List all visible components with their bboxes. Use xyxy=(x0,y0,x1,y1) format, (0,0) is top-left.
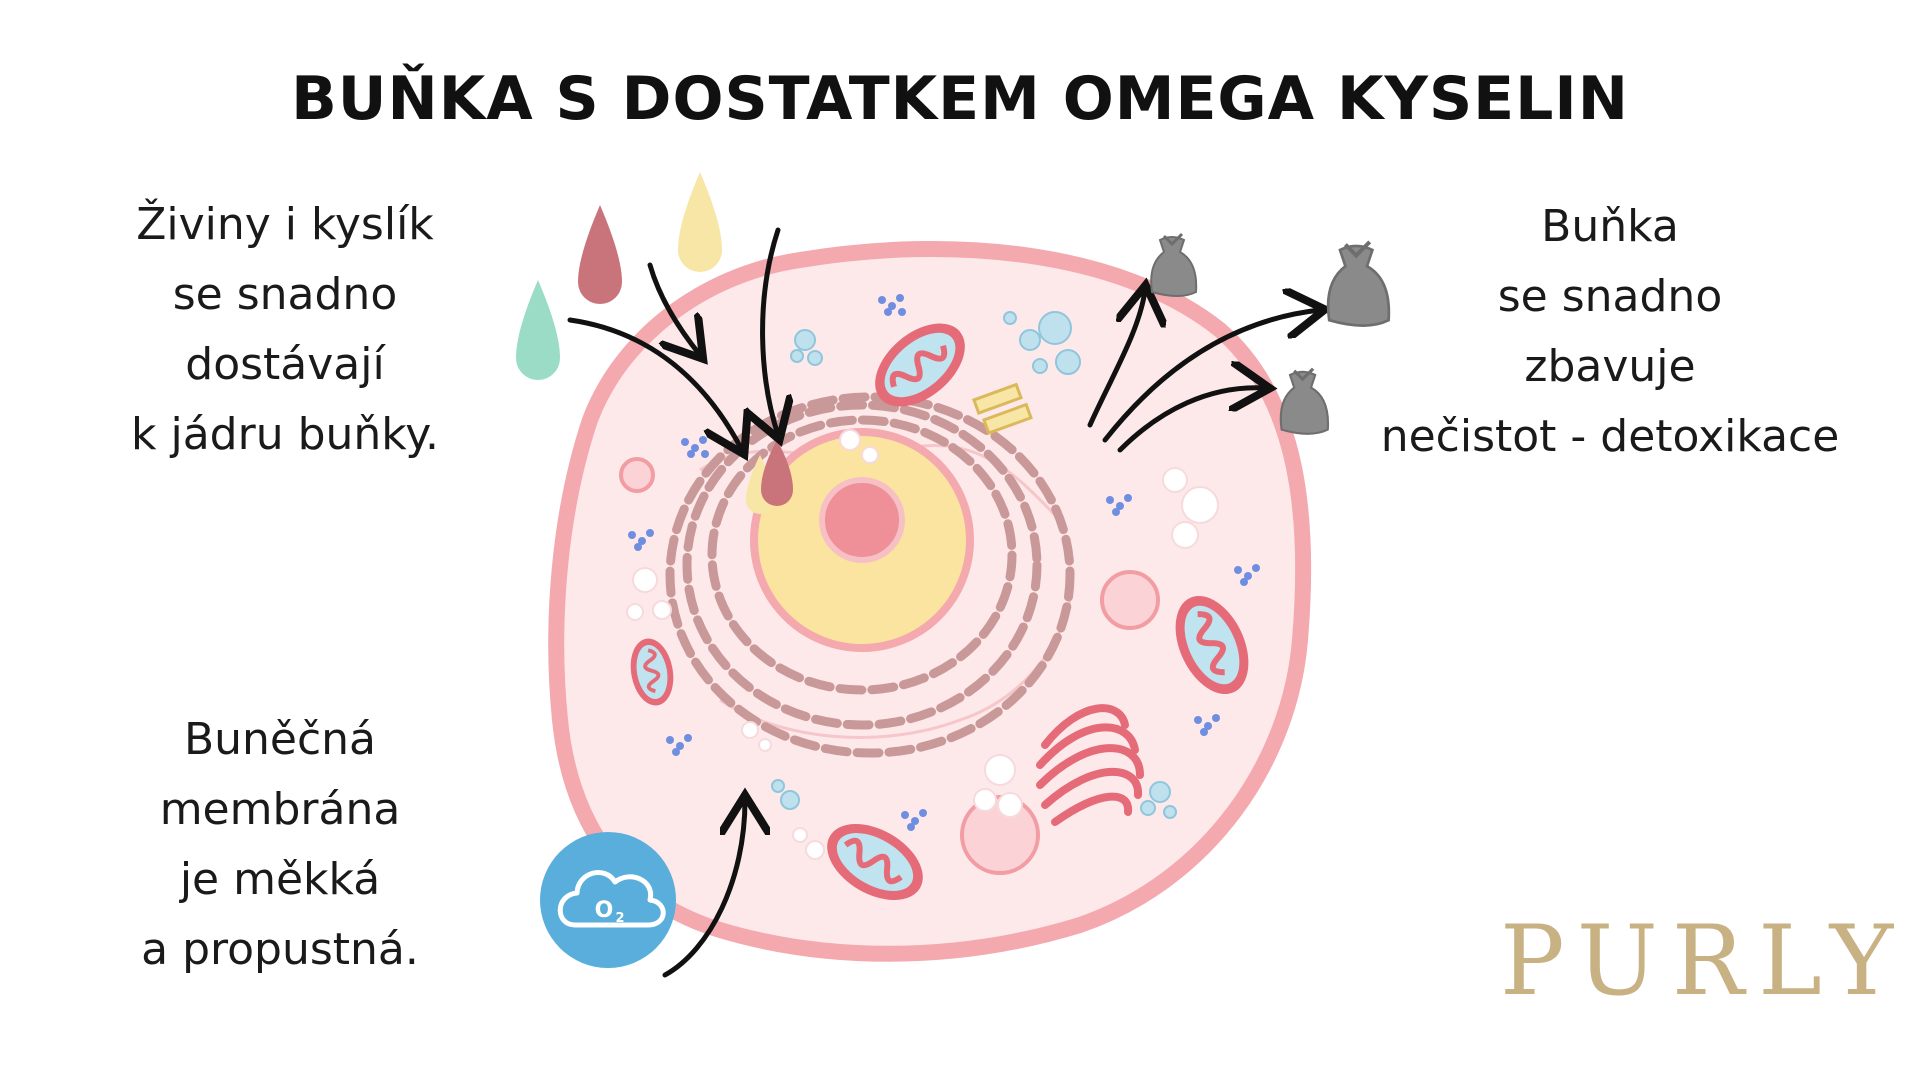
caption-detox: Buňka se snadno zbavuje nečistot - detox… xyxy=(1340,192,1880,472)
inward-arrows xyxy=(567,227,778,978)
waste-bags xyxy=(1150,232,1391,435)
waste-bag-icon xyxy=(1326,240,1391,327)
caption-line: nečistot - detoxikace xyxy=(1380,411,1840,462)
bubbles xyxy=(626,429,1219,860)
caption-line: je měkká xyxy=(179,854,381,905)
blue-bubbles xyxy=(771,311,1177,819)
waste-bag-icon xyxy=(1150,232,1198,297)
brand-logo: PURLY xyxy=(1500,905,1908,1017)
caption-line: a propustná. xyxy=(141,924,419,975)
caption-membrane: Buněčná membrána je měkká a propustná. xyxy=(110,705,450,985)
caption-line: Živiny i kyslík xyxy=(136,199,434,250)
caption-line: Buněčná xyxy=(183,714,377,765)
caption-nutrients: Živiny i kyslík se snadno dostávají k já… xyxy=(90,190,480,470)
caption-line: k jádru buňky. xyxy=(131,409,439,460)
centriole xyxy=(972,382,1033,436)
mitochondrion xyxy=(875,323,965,407)
svg-text:2: 2 xyxy=(615,911,624,926)
page-title: BUŇKA S DOSTATKEM OMEGA KYSELIN xyxy=(291,64,1629,134)
mitochondrion xyxy=(1175,595,1249,695)
mitochondrion xyxy=(630,638,674,706)
svg-text:O: O xyxy=(595,898,614,923)
caption-line: se snadno xyxy=(1497,271,1723,322)
drop-yellow-icon xyxy=(678,172,722,272)
drop-green-icon xyxy=(516,280,560,380)
waste-bag-icon xyxy=(1279,367,1330,435)
nucleolus xyxy=(819,477,905,563)
oxygen-badge: O 2 xyxy=(540,832,676,968)
caption-line: dostávají xyxy=(185,339,385,390)
nucleus xyxy=(750,428,974,652)
caption-line: Buňka xyxy=(1541,201,1679,252)
oxygen-cloud-icon xyxy=(557,870,666,928)
drop-red-icon xyxy=(578,205,622,304)
nutrient-drops xyxy=(516,172,793,514)
mitochondrion xyxy=(827,824,923,900)
mitochondria xyxy=(630,323,1249,900)
outward-arrows xyxy=(1087,290,1320,453)
ribosomes xyxy=(628,294,1260,831)
endoplasmic-reticulum xyxy=(665,392,1075,758)
caption-line: zbavuje xyxy=(1524,341,1696,392)
caption-line: membrána xyxy=(159,784,401,835)
golgi-apparatus xyxy=(1036,704,1144,826)
drop-red-icon xyxy=(761,440,793,506)
caption-line: se snadno xyxy=(172,269,398,320)
